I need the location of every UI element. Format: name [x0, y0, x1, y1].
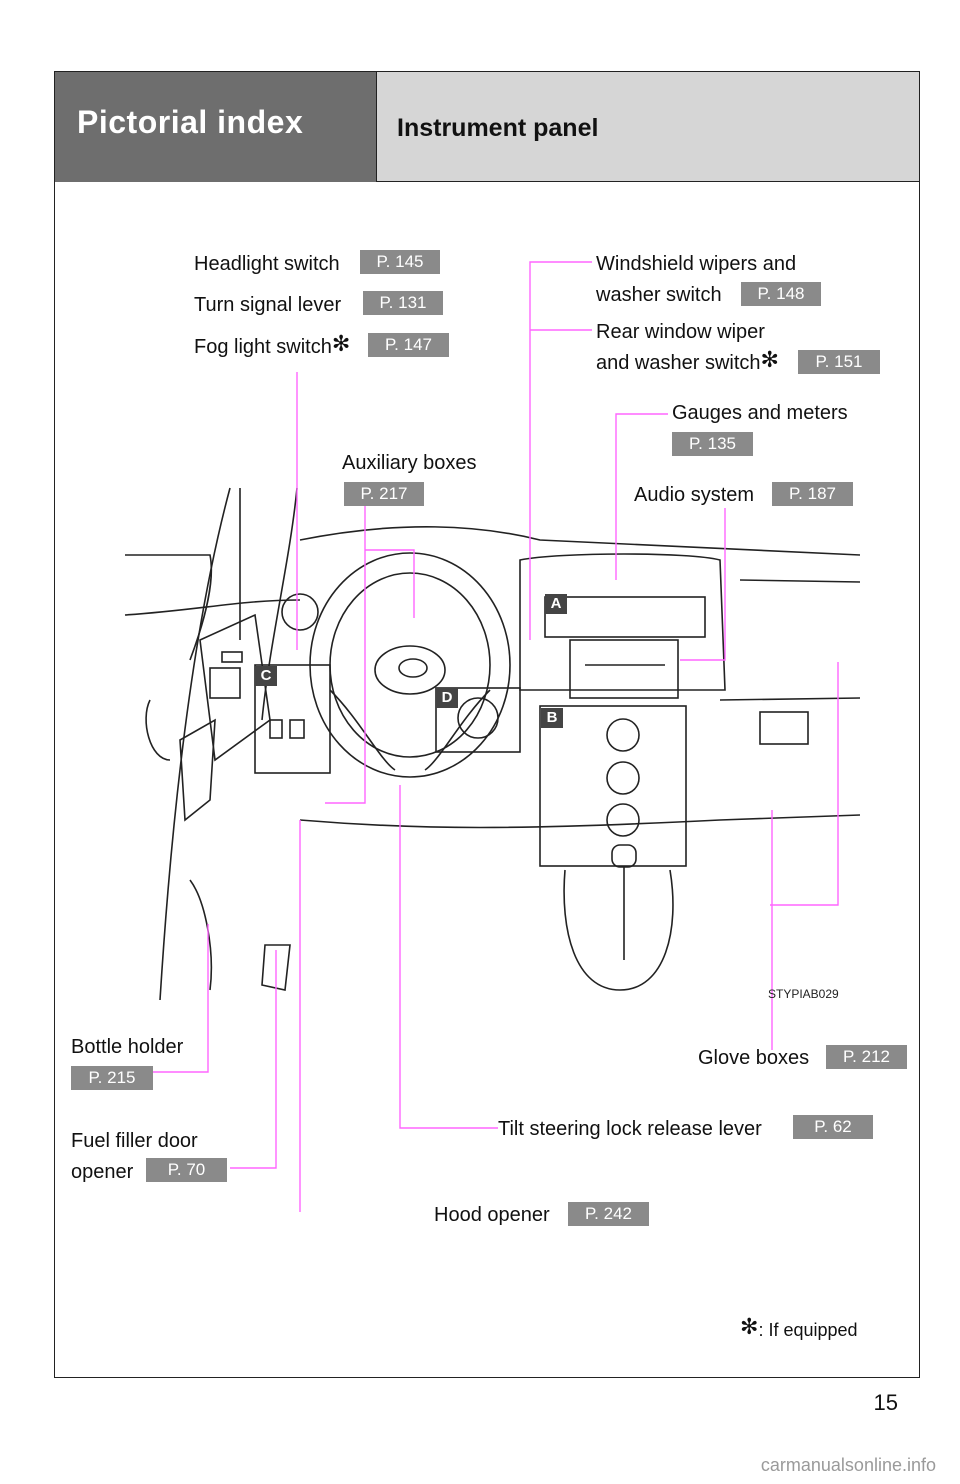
- gauges-label: Gauges and meters: [672, 402, 848, 424]
- fuel-filler-label-line1: Fuel filler door: [71, 1130, 198, 1152]
- auxiliary-boxes-page-ref[interactable]: P. 217: [344, 482, 424, 506]
- turn-signal-label: Turn signal lever: [194, 294, 342, 316]
- headlight-switch-label: Headlight switch: [194, 253, 340, 275]
- gauges-page-ref[interactable]: P. 135: [672, 432, 753, 456]
- asterisk-icon: ✻: [331, 331, 351, 356]
- asterisk-icon: ✻: [740, 1314, 759, 1339]
- auxiliary-boxes-label: Auxiliary boxes: [342, 452, 477, 474]
- glove-boxes-label: Glove boxes: [698, 1047, 810, 1069]
- rear-wiper-page-ref[interactable]: P. 151: [798, 350, 880, 374]
- callout-a: A: [546, 594, 566, 614]
- turn-signal-page-ref[interactable]: P. 131: [363, 291, 443, 315]
- page-header: Instrument panel: [377, 72, 919, 182]
- tilt-steering-page-ref[interactable]: P. 62: [793, 1115, 873, 1139]
- section-header: Pictorial index: [55, 72, 377, 182]
- headlight-page-ref[interactable]: P. 145: [360, 250, 440, 274]
- section-title: Pictorial index: [77, 104, 304, 140]
- hood-opener-page-ref[interactable]: P. 242: [568, 1202, 649, 1226]
- hood-opener-label: Hood opener: [434, 1204, 550, 1226]
- illustration-code: STYPIAB029: [768, 987, 839, 1001]
- page-number: 15: [873, 1390, 898, 1415]
- wipers-label-line1: Windshield wipers and: [596, 253, 797, 275]
- fog-light-page-ref[interactable]: P. 147: [368, 333, 449, 357]
- footnote: ✻: If equipped: [740, 1314, 858, 1341]
- audio-system-label: Audio system: [634, 484, 755, 506]
- rear-wiper-label-line2: and washer switch✻: [596, 347, 779, 375]
- callout-c: C: [256, 666, 276, 686]
- rear-wiper-label-line1: Rear window wiper: [596, 321, 765, 343]
- wipers-page-ref[interactable]: P. 148: [741, 282, 821, 306]
- wipers-label-line2: washer switch: [596, 284, 722, 306]
- callout-b: B: [542, 708, 562, 728]
- bottle-holder-page-ref[interactable]: P. 215: [71, 1066, 153, 1090]
- dashboard-line-art: [124, 487, 861, 1001]
- page-frame: Pictorial index Instrument panel: [54, 71, 920, 1378]
- fuel-filler-page-ref[interactable]: P. 70: [146, 1158, 227, 1182]
- asterisk-icon: ✻: [760, 347, 779, 372]
- page-title: Instrument panel: [397, 114, 599, 142]
- fog-light-label: Fog light switch✻: [194, 331, 351, 359]
- watermark: carmanualsonline.info: [760, 1455, 936, 1475]
- fuel-filler-label-line2: opener: [71, 1161, 134, 1183]
- tilt-steering-label: Tilt steering lock release lever: [498, 1118, 762, 1140]
- bottle-holder-label: Bottle holder: [71, 1036, 184, 1058]
- audio-system-page-ref[interactable]: P. 187: [772, 482, 853, 506]
- glove-boxes-page-ref[interactable]: P. 212: [826, 1045, 907, 1069]
- callout-d: D: [437, 688, 457, 708]
- leader-lines: [150, 261, 839, 1212]
